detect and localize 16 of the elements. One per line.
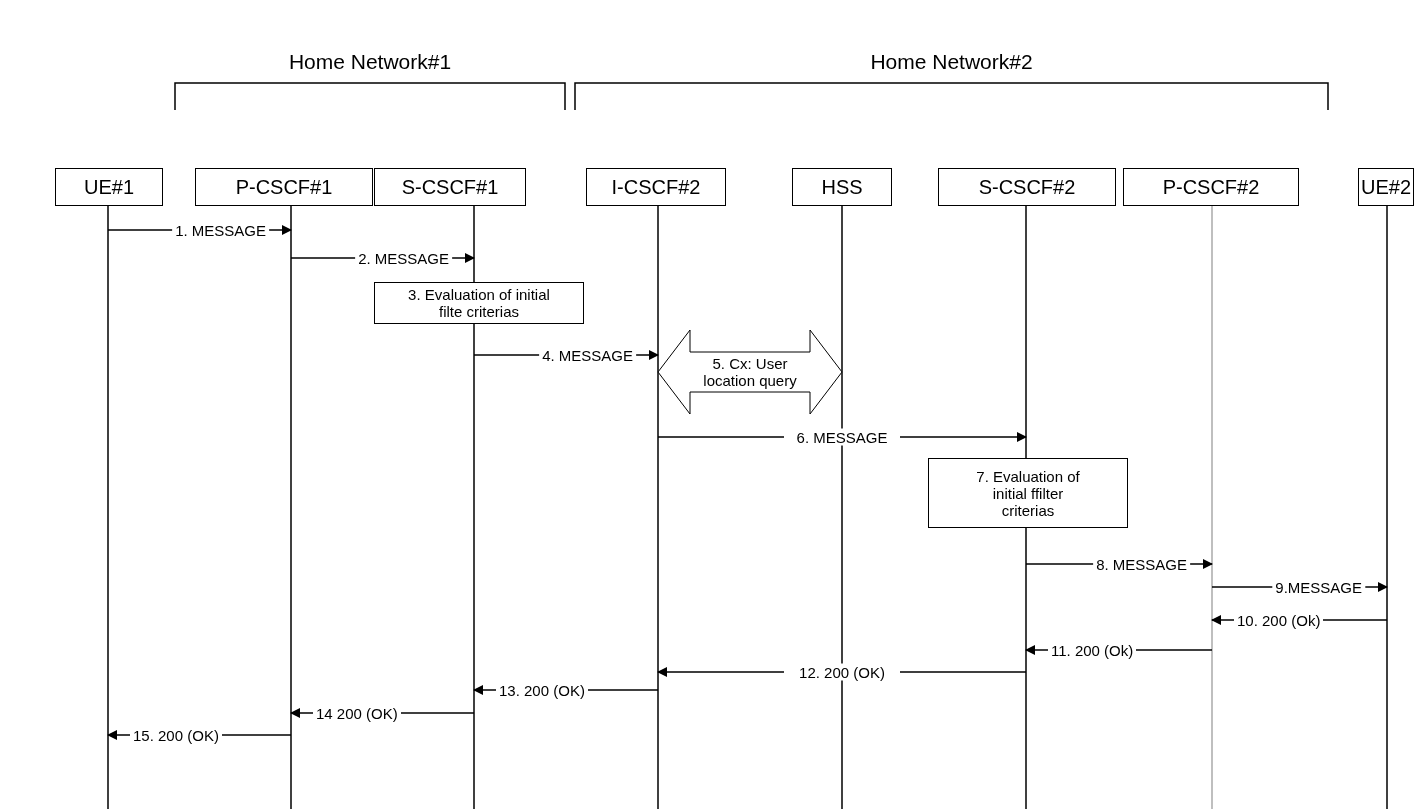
participant-box: P-CSCF#1 bbox=[195, 168, 373, 206]
participant-box: S-CSCF#2 bbox=[938, 168, 1116, 206]
message-arrow bbox=[657, 667, 1027, 677]
participant-box: P-CSCF#2 bbox=[1123, 168, 1299, 206]
participant-box: HSS bbox=[792, 168, 892, 206]
participant-box: I-CSCF#2 bbox=[586, 168, 726, 206]
group-title: Home Network#2 bbox=[870, 50, 1033, 74]
process-box: 3. Evaluation of initial filte criterias bbox=[374, 282, 584, 324]
participant-box: S-CSCF#1 bbox=[374, 168, 526, 206]
edge-label: 5. Cx: User location query bbox=[702, 355, 798, 389]
participant-box: UE#2 bbox=[1358, 168, 1414, 206]
block-arrow bbox=[657, 329, 843, 415]
group-title: Home Network#1 bbox=[288, 50, 452, 74]
participant-box: UE#1 bbox=[55, 168, 163, 206]
message-arrow bbox=[657, 432, 1027, 442]
process-box: 7. Evaluation of initial ffilter criterias bbox=[928, 458, 1128, 528]
